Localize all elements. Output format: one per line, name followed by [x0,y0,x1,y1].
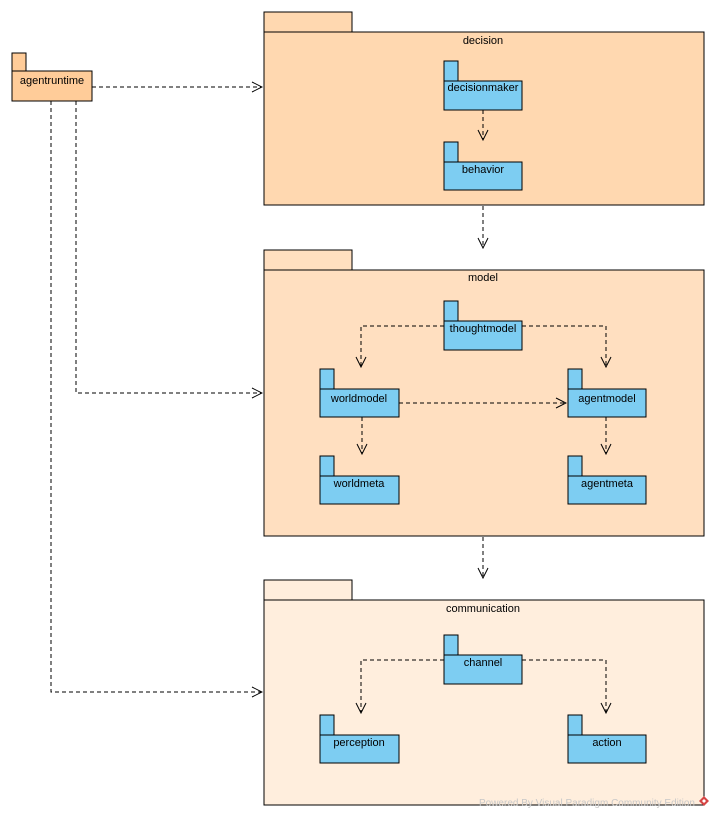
package-tab [11,52,27,72]
package-label: channel [464,657,503,669]
package-label: decision [463,35,503,47]
package-agentmodel[interactable]: agentmodel [567,368,647,418]
package-label: worldmodel [330,393,387,405]
package-body [319,475,400,505]
watermark-text: Powered By Visual Paradigm Community Edi… [479,798,695,809]
package-tab [443,141,459,163]
package-tab [443,634,459,656]
package-label: agentmeta [581,478,634,490]
package-action[interactable]: action [567,714,647,764]
package-body [319,734,400,764]
package-perception[interactable]: perception [319,714,400,764]
package-label: action [592,737,621,749]
package-body [443,80,523,111]
package-body [11,70,93,102]
package-tab [319,368,335,390]
package-label: thoughtmodel [450,323,517,335]
package-behavior[interactable]: behavior [443,141,523,191]
package-body [263,599,705,806]
package-channel[interactable]: channel [443,634,523,685]
package-body [567,388,647,418]
package-tab [567,368,583,390]
package-body [443,161,523,191]
package-communication[interactable]: communication [263,579,705,806]
package-agentruntime[interactable]: agentruntime [11,52,93,102]
package-label: communication [446,603,520,615]
package-tab [567,714,583,736]
package-body [567,734,647,764]
package-body [443,320,523,351]
visual-paradigm-logo-icon [699,796,709,806]
package-tab [567,455,583,477]
package-tab [443,60,459,82]
package-tab [319,455,335,477]
package-decisionmaker[interactable]: decisionmaker [443,60,523,111]
package-thoughtmodel[interactable]: thoughtmodel [443,300,523,351]
package-label: decisionmaker [448,82,519,94]
package-label: agentruntime [20,75,84,87]
package-body [319,388,400,418]
package-label: model [468,272,498,284]
package-agentmeta[interactable]: agentmeta [567,455,647,505]
dependency-agentruntime-model [75,101,262,393]
package-body [567,475,647,505]
package-tab [263,579,353,601]
dependency-agentruntime-communication [50,101,262,692]
package-label: agentmodel [578,393,636,405]
package-tab [263,11,353,33]
dependency-thoughtmodel-agentmodel [522,325,606,367]
dependency-channel-action [522,659,606,713]
package-tab [263,249,353,271]
package-tab [319,714,335,736]
package-worldmodel[interactable]: worldmodel [319,368,400,418]
package-body [443,654,523,685]
package-worldmeta[interactable]: worldmeta [319,455,400,505]
package-label: behavior [462,164,505,176]
package-label: worldmeta [333,478,386,490]
package-label: perception [333,737,384,749]
package-tab [443,300,459,322]
